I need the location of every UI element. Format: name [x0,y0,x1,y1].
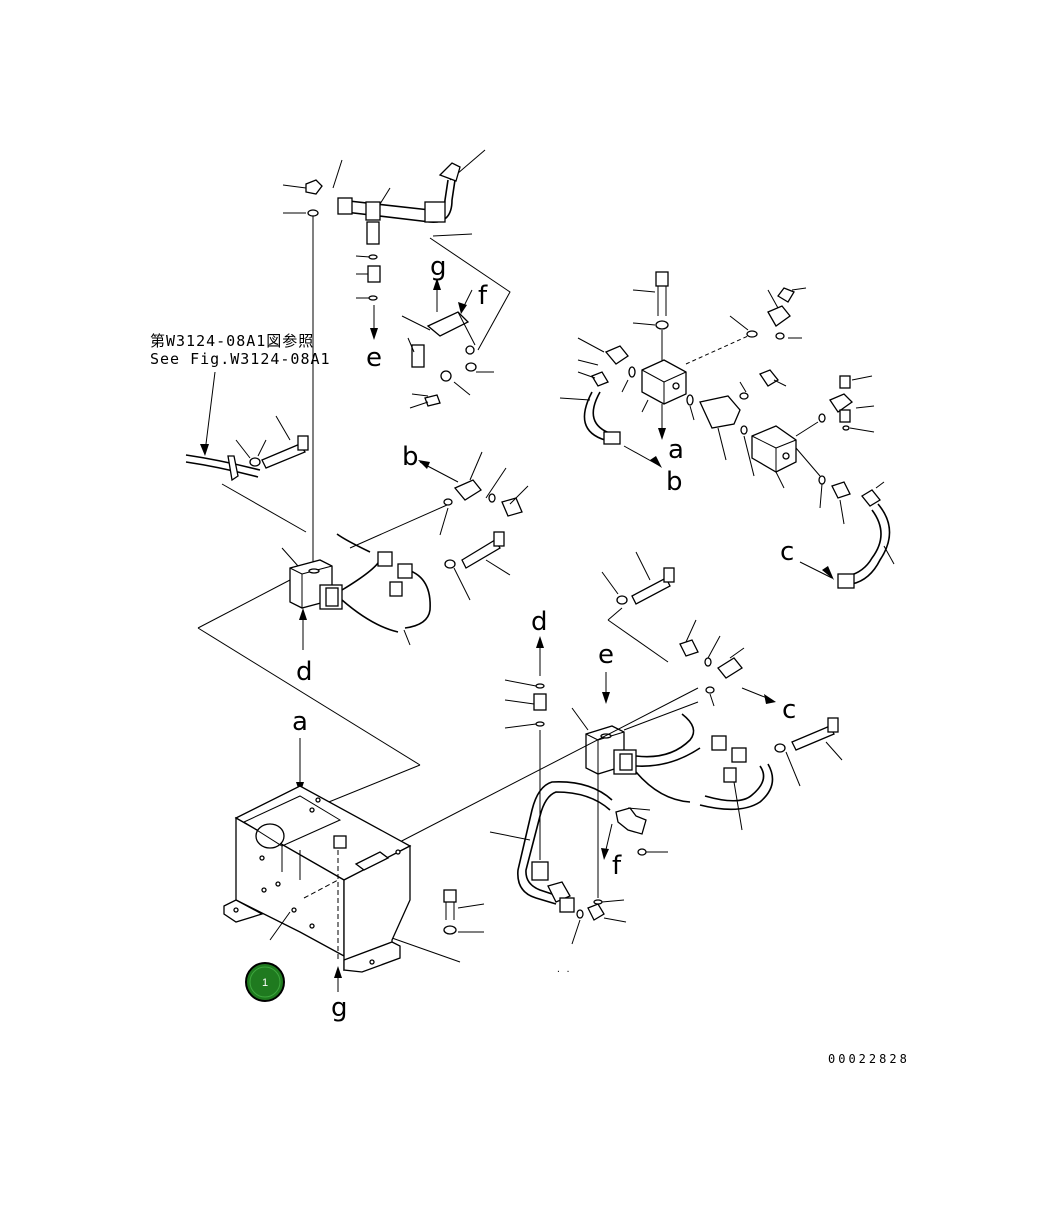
reference-note: 第W3124-08A1図参照 See Fig.W3124-08A1 [150,332,331,456]
connector-letter-g-top: g [430,252,447,282]
assembly-outline-bottom [391,937,461,963]
connector-letter-b-right: b [666,467,683,497]
connector-letter-g-bottom: g [331,993,348,1023]
connector-letter-e-top: e [366,343,382,373]
connector-letter-c-lower: c [782,695,796,725]
connector-letter-a-top: a [292,707,308,737]
connector-letter-f-lower: f [612,851,622,881]
connector-letter-d-left: d [296,657,313,687]
tick-mark: · · [556,967,570,976]
reference-note-en: See Fig.W3124-08A1 [150,350,331,368]
connector-letter-f-top: f [478,281,488,311]
callout-number[interactable]: 1 [262,977,268,989]
left-solenoid-valve: d b [197,442,529,766]
mounting-bracket: a g [223,707,412,1023]
part-callout-badge[interactable]: 1 [245,962,285,1002]
lower-center-fittings: d · · [443,607,627,976]
assembly-line-diagonal [391,687,699,847]
reference-note-jp: 第W3124-08A1図参照 [150,332,314,350]
connector-letter-c-right: c [780,537,794,567]
document-id: 00022828 [828,1052,910,1066]
connector-letter-a-right: a [668,435,684,465]
connector-letter-e-lower: e [598,640,614,670]
right-valve-group: a b [559,271,895,589]
callout-ring [249,966,281,998]
left-hose-clamp [185,415,309,533]
connector-letter-d-lower: d [531,607,548,637]
top-tee-assembly: e g f [282,149,511,409]
assembly-outline-frame [313,764,421,809]
callout-circle[interactable] [245,962,285,1002]
connector-letter-b-left: b [402,442,419,472]
lower-solenoid-valve: c e f [571,551,843,881]
